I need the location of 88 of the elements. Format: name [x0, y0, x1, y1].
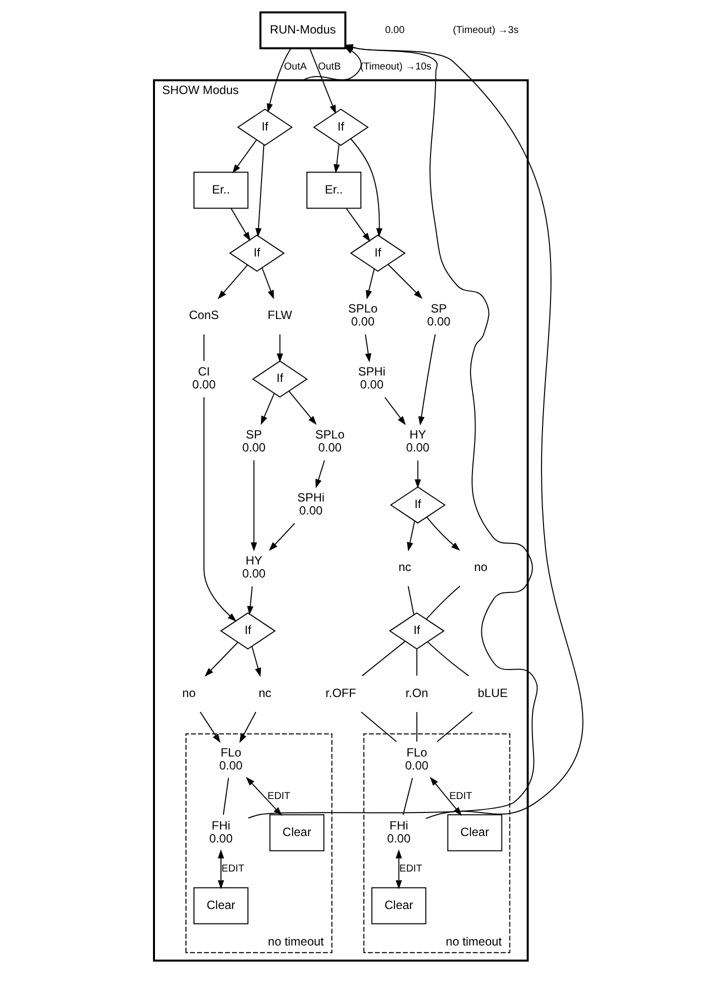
arrow — [268, 522, 295, 551]
node-text: no — [182, 686, 196, 700]
node-text: no — [474, 560, 487, 574]
node-box: Clear — [192, 887, 248, 924]
connector — [407, 586, 414, 616]
connector — [222, 778, 229, 816]
node-diamond: If — [389, 486, 446, 524]
node-text: r.On — [404, 686, 428, 700]
connector — [436, 712, 472, 742]
arrow — [260, 393, 274, 425]
arrow — [288, 390, 316, 425]
node-text: r.OFF — [325, 686, 356, 700]
connector — [360, 712, 396, 742]
arrow — [217, 264, 248, 300]
node-text: FLW — [267, 308, 292, 322]
node-box: Clear — [446, 814, 502, 852]
connector — [416, 648, 417, 676]
edge-label: OutB — [317, 61, 340, 72]
node-text: HY 0.00 — [406, 428, 429, 455]
node-text: ConS — [188, 308, 218, 322]
node-diamond: If — [252, 360, 308, 398]
arrow — [365, 268, 374, 300]
arrow — [217, 849, 224, 890]
node-box: Clear — [370, 887, 426, 924]
node-text: HY 0.00 — [242, 554, 266, 581]
connector — [402, 778, 412, 816]
node-text: SPHi 0.00 — [296, 490, 324, 518]
node-diamond: If — [236, 108, 292, 146]
node-box: Er.. — [306, 172, 361, 209]
node-text: FLo 0.00 — [404, 745, 428, 772]
edge-label: EDIT — [448, 790, 472, 802]
label: (Timeout) →3s — [452, 24, 518, 36]
arrow — [314, 460, 324, 488]
node-diamond: If — [349, 234, 406, 272]
node-box: Er.. — [192, 172, 248, 209]
node-text: bLUE — [477, 686, 508, 700]
arrow — [308, 48, 336, 114]
node-box: RUN-Modus — [258, 11, 346, 50]
arrow — [276, 334, 283, 362]
arrow — [238, 712, 256, 743]
arrow — [418, 334, 436, 426]
label: 0.00 — [384, 24, 404, 36]
connector — [426, 641, 469, 676]
node-text: SPLo 0.00 — [314, 428, 344, 455]
arrow — [414, 460, 420, 488]
node-diamond: If — [228, 234, 284, 272]
arrow — [364, 334, 371, 362]
arrow — [254, 144, 264, 238]
arrow — [345, 208, 370, 242]
node-text: SPHi 0.00 — [358, 364, 385, 392]
arrow — [204, 642, 238, 677]
edge-label: EDIT — [221, 864, 244, 875]
arrow — [202, 396, 236, 622]
node-text: SP 0.00 — [426, 302, 450, 329]
arrow — [246, 586, 253, 616]
node-text: FLo 0.00 — [218, 745, 242, 772]
arrow — [250, 646, 261, 677]
node-diamond: If — [388, 612, 444, 650]
node-text: FHi 0.00 — [386, 818, 410, 846]
arrow — [250, 460, 257, 552]
arrow — [350, 138, 382, 238]
node-text: SPLo 0.00 — [348, 302, 378, 329]
arrow — [199, 712, 220, 743]
edge-label: EDIT — [267, 790, 290, 802]
edge-label: OutA — [284, 61, 306, 72]
node-text: CI 0.00 — [192, 364, 216, 392]
arrow — [426, 516, 460, 551]
arrow — [387, 264, 422, 299]
edge-label: (Timeout) →10s — [360, 61, 431, 72]
node-box: Clear — [268, 814, 324, 852]
connector — [202, 334, 204, 362]
arrow — [384, 396, 406, 426]
arrow — [230, 208, 250, 242]
connector — [416, 712, 417, 742]
node-text: nc — [398, 560, 411, 574]
edge-label: EDIT — [398, 864, 422, 875]
arrow — [261, 268, 274, 300]
arrow — [266, 48, 291, 113]
arrow — [232, 140, 256, 174]
node-diamond: If — [312, 108, 368, 146]
node-text: SP 0.00 — [242, 428, 266, 455]
arrow — [333, 144, 340, 174]
node-text: nc — [258, 686, 271, 700]
connector — [425, 586, 460, 620]
connector — [361, 640, 405, 676]
node-text: FHi 0.00 — [208, 818, 232, 846]
arrow — [395, 849, 402, 890]
arrow — [406, 520, 415, 552]
